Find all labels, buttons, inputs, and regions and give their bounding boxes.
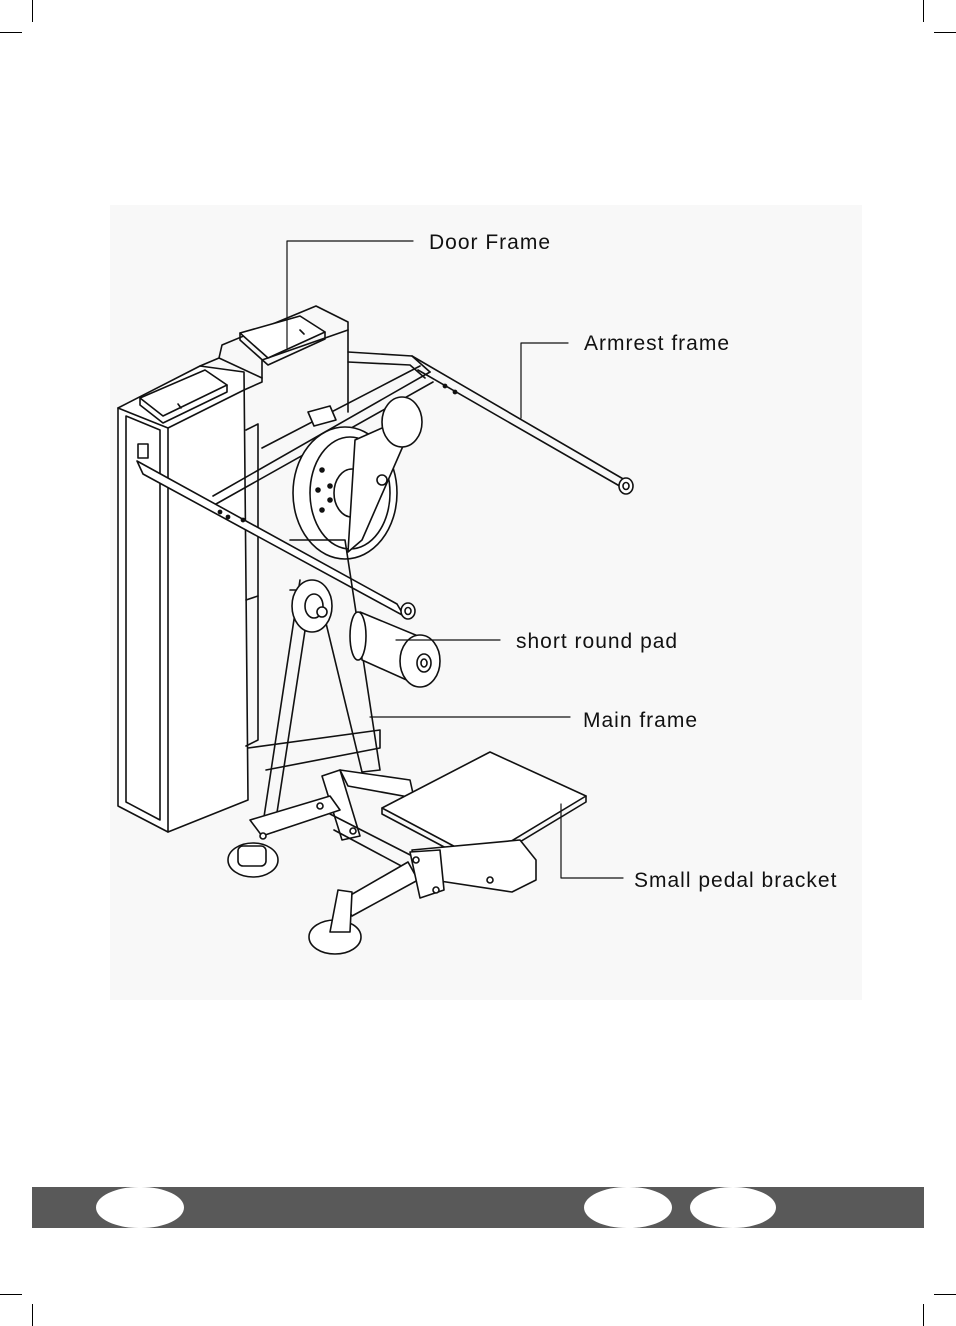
short-round-pad-shape xyxy=(349,611,441,688)
label-short-round-pad: short round pad xyxy=(516,630,679,653)
footer-pill-center xyxy=(584,1187,672,1228)
leader-armrest-frame xyxy=(520,342,569,419)
door-frame-pads xyxy=(139,315,326,424)
label-armrest-frame: Armrest frame xyxy=(584,332,731,355)
crop-mark-bottom-right-h xyxy=(934,1294,956,1295)
crop-mark-top-left-h xyxy=(0,32,22,33)
crop-mark-bottom-right-v xyxy=(923,1304,924,1326)
crop-mark-top-left-v xyxy=(32,0,33,22)
crop-mark-top-right-h xyxy=(934,32,956,33)
label-main-frame: Main frame xyxy=(583,709,699,732)
crop-mark-bottom-left-v xyxy=(32,1304,33,1326)
label-small-pedal-bracket: Small pedal bracket xyxy=(634,869,838,892)
small-pedal-bracket-shape xyxy=(381,751,587,899)
label-door-frame: Door Frame xyxy=(429,231,552,254)
footer-pill-left xyxy=(96,1187,184,1228)
crop-mark-bottom-left-h xyxy=(0,1294,22,1295)
leader-small-pedal-bracket xyxy=(560,803,624,879)
footer-pill-right xyxy=(690,1187,776,1228)
weight-stack-housing xyxy=(117,305,349,833)
callout-lines xyxy=(286,240,624,879)
crop-mark-top-right-v xyxy=(923,0,924,22)
main-frame xyxy=(261,396,423,833)
base-and-feet xyxy=(227,729,421,955)
leader-door-frame xyxy=(286,240,414,349)
